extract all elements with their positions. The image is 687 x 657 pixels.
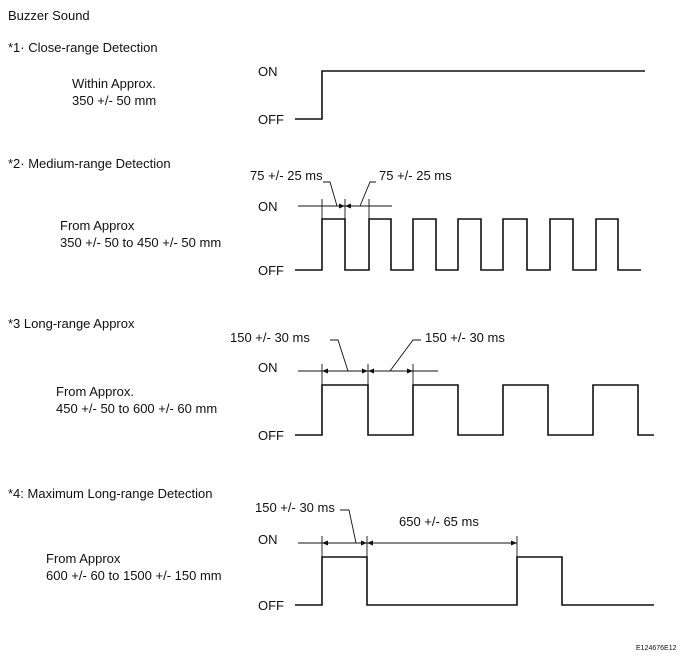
section-heading: *4: Maximum Long-range Detection [8, 486, 213, 501]
on-label: ON [258, 64, 278, 79]
buzzer-waveform [295, 384, 654, 436]
section-heading: *1· Close-range Detection [8, 40, 158, 55]
buzzer-waveform [295, 556, 654, 606]
range-line-1: From Approx. [56, 384, 134, 399]
on-label: ON [258, 532, 278, 547]
range-line-2: 350 +/- 50 mm [72, 93, 156, 108]
timing-label-off: 75 +/- 25 ms [379, 168, 452, 183]
timing-label-on: 150 +/- 30 ms [230, 330, 310, 345]
range-line-1: From Approx [46, 551, 121, 566]
range-line-2: 450 +/- 50 to 600 +/- 60 mm [56, 401, 217, 416]
buzzer-waveform [295, 218, 641, 271]
section-maximum-long-range: *4: Maximum Long-range Detection From Ap… [8, 486, 654, 613]
timing-label-on: 75 +/- 25 ms [250, 168, 323, 183]
section-medium-range: *2· Medium-range Detection From Approx 3… [8, 156, 641, 278]
off-label: OFF [258, 263, 284, 278]
section-long-range: *3 Long-range Approx From Approx. 450 +/… [8, 316, 654, 443]
timing-dimension [298, 181, 392, 219]
timing-dimension [298, 509, 518, 557]
range-line-1: From Approx [60, 218, 135, 233]
timing-label-on: 150 +/- 30 ms [255, 500, 335, 515]
range-line-2: 350 +/- 50 to 450 +/- 50 mm [60, 235, 221, 250]
buzzer-waveform [295, 70, 645, 120]
on-label: ON [258, 199, 278, 214]
timing-label-off: 150 +/- 30 ms [425, 330, 505, 345]
on-label: ON [258, 360, 278, 375]
range-line-1: Within Approx. [72, 76, 156, 91]
off-label: OFF [258, 598, 284, 613]
off-label: OFF [258, 428, 284, 443]
section-close-range: *1· Close-range Detection Within Approx.… [8, 40, 645, 127]
timing-dimension [298, 339, 438, 385]
range-line-2: 600 +/- 60 to 1500 +/- 150 mm [46, 568, 222, 583]
diagram-title: Buzzer Sound [8, 8, 90, 23]
section-heading: *2· Medium-range Detection [8, 156, 171, 171]
figure-code: E124676E12 [636, 645, 677, 652]
timing-label-off: 650 +/- 65 ms [399, 514, 479, 529]
section-heading: *3 Long-range Approx [8, 316, 135, 331]
off-label: OFF [258, 112, 284, 127]
